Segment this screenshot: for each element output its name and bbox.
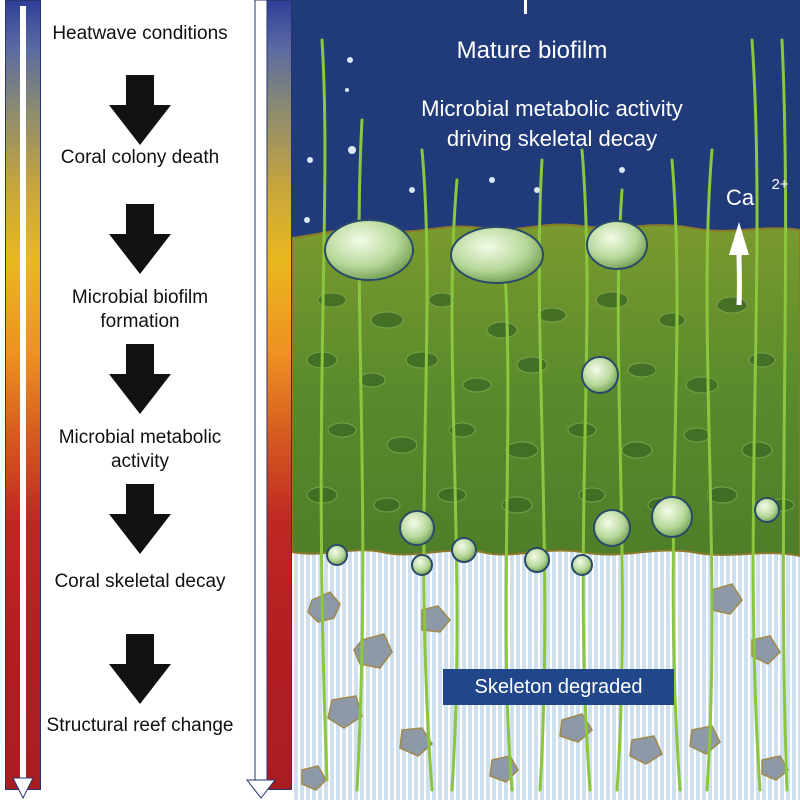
gas-bubbles — [304, 57, 625, 223]
left-bar-down-arrow-icon — [12, 6, 34, 800]
skeleton-degraded-label: Skeleton degraded — [443, 669, 674, 705]
microbial-cells — [306, 291, 795, 514]
step-microbial-biofilm-formation: Microbial biofilm formation — [71, 287, 209, 332]
down-arrow-icon — [109, 484, 171, 554]
step-coral-skeletal-decay: Coral skeletal decay — [54, 571, 226, 592]
down-arrow-icon — [109, 204, 171, 274]
down-arrow-icon — [109, 75, 171, 145]
right-bar-down-arrow-icon — [245, 0, 277, 799]
mature-biofilm-title: Mature biofilm — [456, 37, 608, 64]
biofilm-vesicles — [324, 219, 780, 576]
seawater-region — [292, 0, 800, 250]
step-microbial-metabolic-activity: Microbial metabolic activity — [58, 427, 222, 472]
metabolic-activity-caption-line2: driving skeletal decay — [446, 126, 658, 151]
calcium-release-arrow-icon — [729, 222, 749, 306]
step-coral-colony-death: Coral colony death — [60, 147, 220, 168]
step-heatwave-conditions: Heatwave conditions — [52, 23, 228, 44]
down-arrow-icon — [109, 344, 171, 414]
calcium-ion-symbol: Ca — [725, 185, 755, 210]
down-arrow-icon — [109, 634, 171, 704]
step-structural-reef-change: Structural reef change — [46, 715, 234, 736]
metabolic-activity-caption-line1: Microbial metabolic activity — [421, 96, 683, 121]
calcium-ion-charge: 2+ — [771, 176, 789, 193]
skeleton-erosion-patches — [301, 583, 789, 791]
